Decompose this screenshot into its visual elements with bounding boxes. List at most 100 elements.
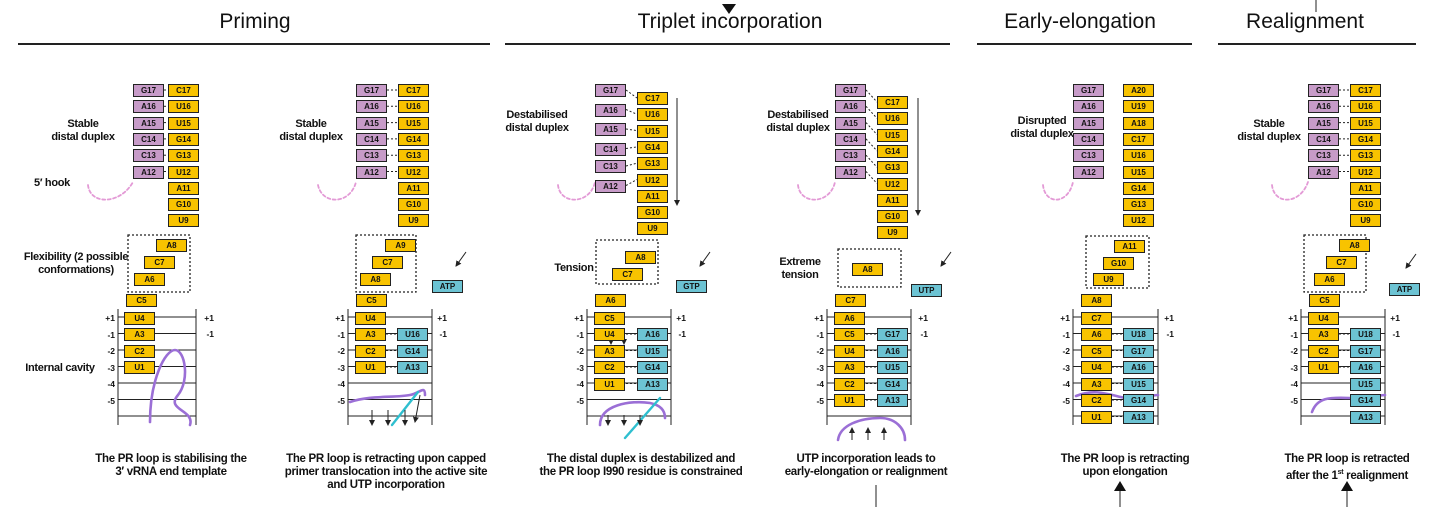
position-label: -3 xyxy=(1290,362,1298,373)
caption-triplet-1: The distal duplex is destabilized and th… xyxy=(539,453,743,478)
template-nucleotide: U4 xyxy=(1081,361,1112,374)
template-nucleotide: A6 xyxy=(834,311,865,325)
ntp-box-utp: UTP xyxy=(911,284,942,297)
position-label: -1 xyxy=(439,329,447,339)
primer-nucleotide: U15 xyxy=(877,128,908,142)
template-nucleotide: U1 xyxy=(1308,361,1339,374)
primer-nucleotide: C17 xyxy=(168,84,199,97)
arrow-line xyxy=(455,251,467,267)
template-nucleotide: A16 xyxy=(1073,100,1104,114)
pr-loop-path xyxy=(836,416,907,442)
flexible-region-box xyxy=(1085,235,1150,289)
primer-nucleotide: C17 xyxy=(637,92,668,105)
template-nucleotide: U9 xyxy=(168,214,199,228)
template-nucleotide: C13 xyxy=(1308,149,1339,163)
primer-nucleotide: U15 xyxy=(1123,165,1154,179)
position-label: -5 xyxy=(1290,395,1298,406)
template-nucleotide: C7 xyxy=(372,256,403,269)
position-label: -4 xyxy=(1290,379,1298,389)
ntp-box-gtp: GTP xyxy=(676,280,707,293)
template-nucleotide: U9 xyxy=(398,214,429,228)
primer-nucleotide: U12 xyxy=(168,165,199,179)
template-nucleotide: C14 xyxy=(1073,132,1104,146)
template-nucleotide: G10 xyxy=(1103,257,1134,270)
template-nucleotide: U9 xyxy=(1350,214,1381,228)
pr-loop-path xyxy=(148,348,192,427)
primer-nucleotide: U15 xyxy=(1350,116,1381,130)
ntp-box-atp: ATP xyxy=(432,280,463,293)
arrow-down-icon xyxy=(722,4,736,14)
template-nucleotide: C14 xyxy=(835,132,866,146)
arrow-up-icon xyxy=(1341,481,1353,491)
template-nucleotide: A16 xyxy=(356,100,387,114)
primer-nucleotide: U16 xyxy=(398,100,429,114)
position-label: -4 xyxy=(816,379,824,389)
template-nucleotide: U9 xyxy=(1093,273,1124,286)
template-nucleotide: C2 xyxy=(124,344,155,358)
arrow-line xyxy=(940,251,952,267)
template-nucleotide: A11 xyxy=(1114,240,1145,253)
position-label: -1 xyxy=(1392,329,1400,339)
position-label: +1 xyxy=(1164,313,1174,323)
position-label: -5 xyxy=(337,395,345,406)
product-nucleotide: U18 xyxy=(1123,328,1154,341)
template-nucleotide: C2 xyxy=(1308,344,1339,358)
label-5-prime-hook: 5′ hook xyxy=(34,177,70,189)
label-flexibility: Flexibility (2 possible conformations) xyxy=(23,251,129,276)
template-nucleotide: A8 xyxy=(1339,239,1370,252)
template-nucleotide: A3 xyxy=(834,361,865,374)
template-nucleotide: C2 xyxy=(594,361,625,374)
caption-priming-1: The PR loop is stabilising the 3′ vRNA e… xyxy=(95,453,247,478)
primer-nucleotide: G13 xyxy=(398,149,429,163)
template-nucleotide: A9 xyxy=(385,239,416,252)
product-nucleotide: U15 xyxy=(1123,377,1154,391)
template-nucleotide: G17 xyxy=(133,84,164,97)
primer-nucleotide: U15 xyxy=(398,116,429,130)
product-nucleotide: G14 xyxy=(637,361,668,374)
template-nucleotide: A8 xyxy=(156,239,187,252)
template-nucleotide: A12 xyxy=(595,179,626,193)
template-nucleotide: C7 xyxy=(1326,256,1357,269)
position-label: +1 xyxy=(204,313,214,323)
template-nucleotide: A6 xyxy=(134,273,165,286)
caption-early-elongation: The PR loop is retracting upon elongatio… xyxy=(1060,453,1190,478)
position-label: -1 xyxy=(1290,329,1298,340)
position-label: -1 xyxy=(678,329,686,339)
template-nucleotide: A12 xyxy=(1073,165,1104,179)
label-stable-distal-duplex: Stable distal duplex xyxy=(279,118,343,143)
position-label: -2 xyxy=(816,346,824,356)
template-nucleotide: A16 xyxy=(133,100,164,114)
template-nucleotide: C14 xyxy=(133,132,164,146)
position-label: -5 xyxy=(107,395,115,406)
product-nucleotide: A13 xyxy=(637,377,668,391)
template-nucleotide: A15 xyxy=(1308,116,1339,130)
primer-nucleotide: C17 xyxy=(877,96,908,109)
section-rule-triplet xyxy=(505,43,950,45)
template-nucleotide: G17 xyxy=(356,84,387,97)
template-nucleotide: A11 xyxy=(398,181,429,195)
primer-nucleotide: A18 xyxy=(1123,116,1154,130)
position-label: -1 xyxy=(816,329,824,340)
primer-nucleotide: G10 xyxy=(637,206,668,220)
position-label: -2 xyxy=(1290,346,1298,356)
position-label: -2 xyxy=(576,346,584,356)
flexible-region-box xyxy=(1303,234,1367,293)
base-pair-line xyxy=(625,162,638,167)
base-pair-line xyxy=(865,171,878,184)
section-rule-early xyxy=(977,43,1192,45)
section-title-realign: Realignment xyxy=(1246,10,1364,33)
primer-nucleotide: G13 xyxy=(877,161,908,175)
primer-nucleotide: U12 xyxy=(637,173,668,187)
template-nucleotide: A3 xyxy=(124,328,155,341)
pr-loop-path xyxy=(390,390,420,427)
section-title-priming: Priming xyxy=(219,10,291,33)
position-label: -5 xyxy=(576,395,584,406)
template-nucleotide: C13 xyxy=(1073,149,1104,163)
product-nucleotide: A13 xyxy=(877,394,908,407)
primer-nucleotide: G13 xyxy=(1350,149,1381,163)
template-nucleotide: C14 xyxy=(356,132,387,146)
label-disrupted-distal-duplex: Disrupted distal duplex xyxy=(1010,115,1074,140)
primer-nucleotide: U12 xyxy=(877,177,908,191)
position-label: +1 xyxy=(1060,313,1070,323)
primer-nucleotide: G14 xyxy=(398,132,429,146)
